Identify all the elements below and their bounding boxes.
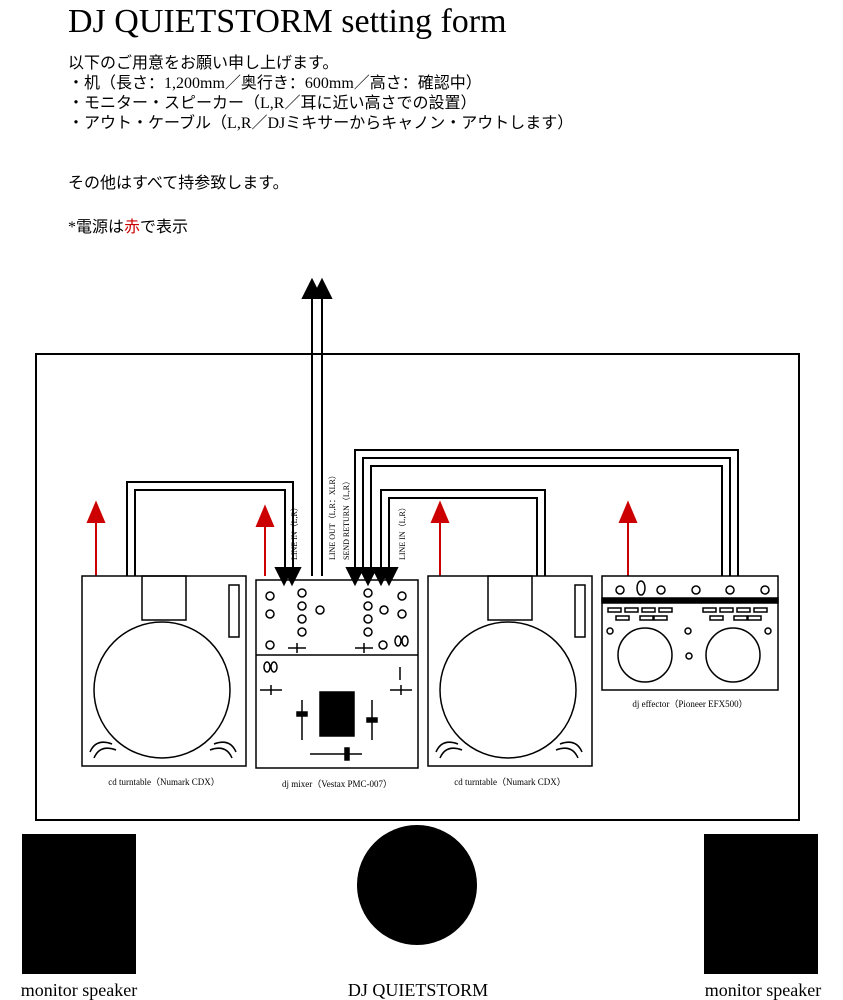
cable-label-send-return: SEND RETURN（L,R） bbox=[342, 477, 351, 560]
cable-cd-left-to-mixer bbox=[126, 481, 302, 587]
power-arrow-cd-right bbox=[430, 500, 450, 576]
cable-line-out bbox=[301, 277, 333, 576]
power-indicators bbox=[86, 500, 638, 576]
page-title: DJ QUIETSTORM setting form bbox=[68, 3, 507, 40]
cable-send-return bbox=[345, 449, 739, 587]
dj-mixer bbox=[255, 579, 419, 769]
requirements-intro: 以下のご用意をお願い申し上げます。 bbox=[68, 55, 339, 72]
cables bbox=[126, 277, 739, 587]
requirements-other: その他はすべて持参致します。 bbox=[68, 175, 289, 192]
cable-label-line-in-left: LINE IN（L,R） bbox=[290, 503, 299, 560]
cd-turntable-right bbox=[427, 575, 593, 767]
label-dj: DJ QUIETSTORM bbox=[348, 980, 488, 1000]
label-cd-right: cd turntable（Numark CDX） bbox=[454, 777, 565, 787]
power-note-highlight: 赤 bbox=[124, 219, 141, 236]
power-note-suffix: で表示 bbox=[140, 219, 189, 236]
monitor-speaker-right bbox=[704, 834, 818, 974]
power-note-prefix: *電源は bbox=[68, 219, 125, 236]
monitor-speaker-left bbox=[22, 834, 136, 974]
requirement-monitor: ・モニター・スピーカー（L,R／耳に近い高さでの設置） bbox=[68, 95, 477, 112]
cable-label-line-out: LINE OUT（L,R：XLR） bbox=[328, 471, 337, 560]
label-left-speaker: monitor speaker bbox=[21, 980, 137, 1000]
label-right-speaker: monitor speaker bbox=[705, 980, 821, 1000]
power-arrow-mixer bbox=[255, 504, 275, 576]
cable-label-line-in-right: LINE IN（L,R） bbox=[398, 503, 407, 560]
table-outline bbox=[35, 353, 800, 821]
power-arrow-cd-left bbox=[86, 500, 106, 576]
power-arrow-effector bbox=[618, 500, 638, 576]
label-cd-left: cd turntable（Numark CDX） bbox=[108, 777, 219, 787]
dj-effector bbox=[601, 575, 779, 691]
requirement-desk: ・机（長さ：1,200mm／奥行き：600mm／高さ：確認中） bbox=[68, 75, 482, 92]
cd-turntable-left bbox=[81, 575, 247, 767]
label-effector: dj effector（Pioneer EFX500） bbox=[632, 699, 747, 709]
cable-cd-right-to-mixer bbox=[371, 489, 546, 587]
dj-position bbox=[357, 825, 477, 945]
requirement-out-cable: ・アウト・ケーブル（L,R／DJミキサーからキャノン・アウトします） bbox=[68, 115, 574, 132]
label-mixer: dj mixer（Vestax PMC-007） bbox=[282, 779, 392, 789]
power-note: *電源は赤で表示 bbox=[68, 218, 188, 238]
